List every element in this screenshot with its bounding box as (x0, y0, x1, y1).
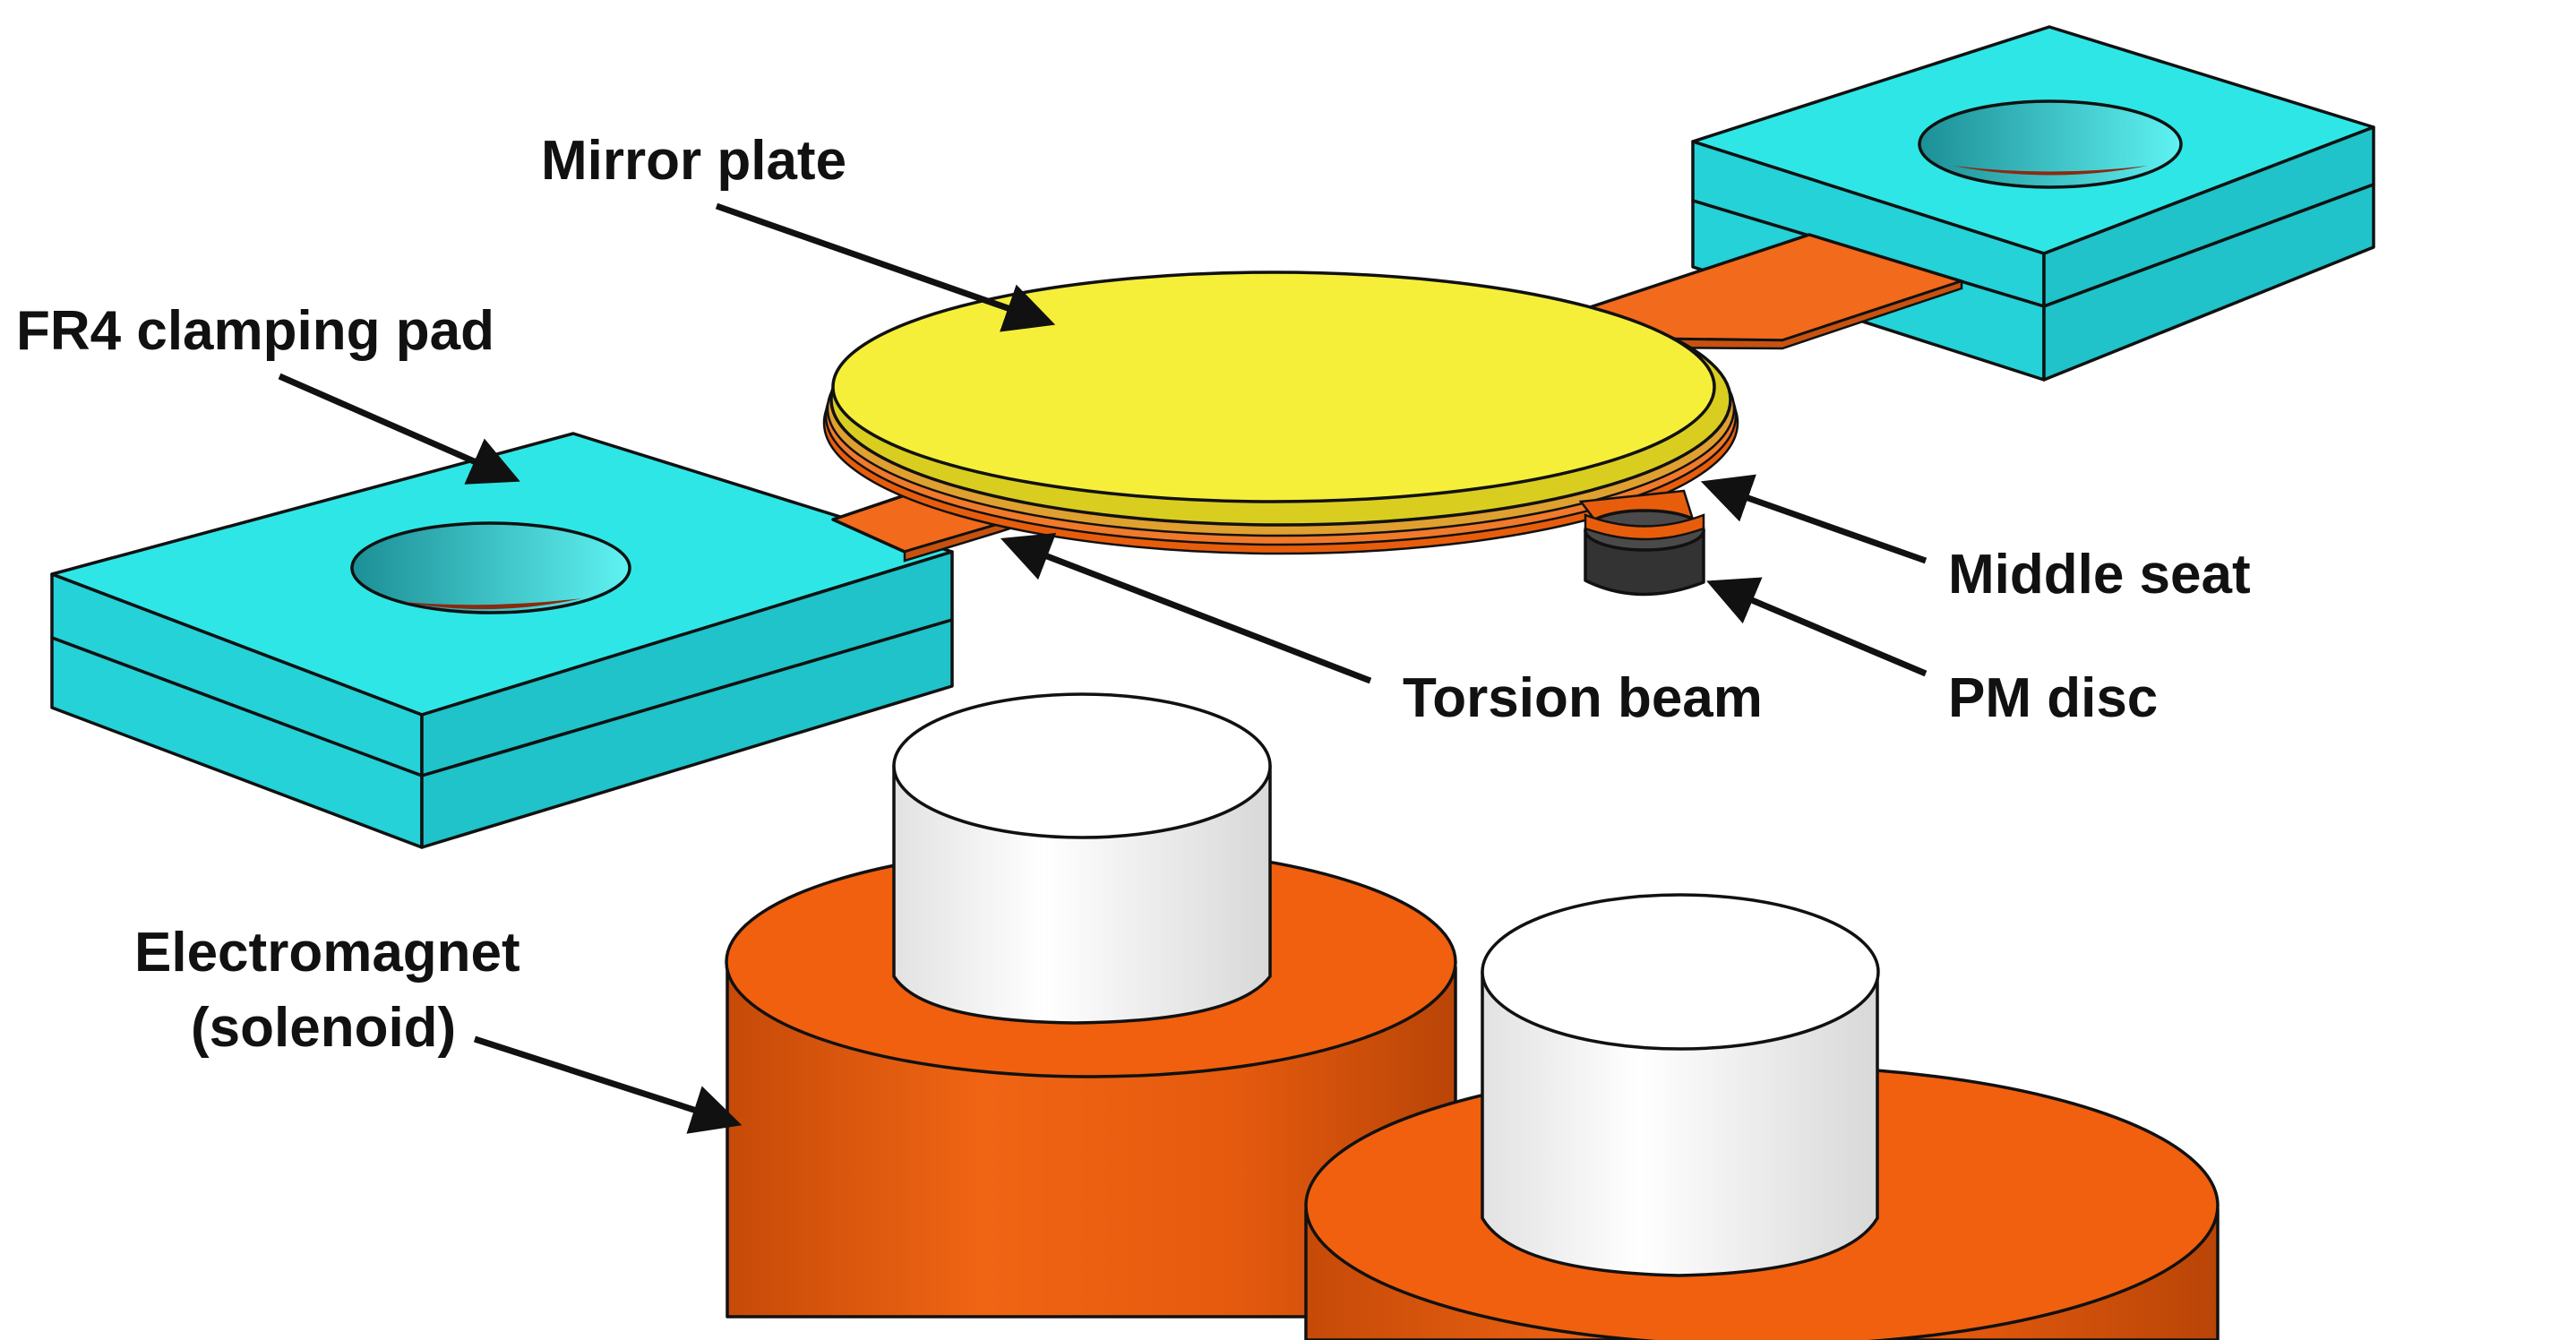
core-right (1481, 970, 1879, 1277)
arrow-pm-disc (1706, 577, 1928, 677)
pad-right-hole (1918, 99, 2183, 189)
arrow-mirror-plate (715, 202, 1056, 332)
pm-disc (1584, 509, 1705, 597)
pad-right-hole-floor (1953, 166, 2148, 176)
arrow-torsion-beam (1000, 532, 1372, 684)
label-electromagnet-line2: (solenoid) (191, 997, 456, 1059)
fr4-clamping-pad-left (50, 432, 954, 849)
label-electromagnet-line1: Electromagnet (134, 922, 520, 984)
label-torsion-beam: Torsion beam (1403, 667, 1763, 729)
electromagnet-left (725, 692, 1457, 1319)
pad-left-hole (350, 521, 631, 614)
label-middle-seat: Middle seat (1948, 544, 2251, 606)
label-mirror-plate: Mirror plate (541, 130, 846, 192)
arrow-middle-seat (1700, 474, 1928, 564)
electromagnet-right (1304, 893, 2220, 1340)
core-right-top (1481, 893, 1880, 1051)
mirror-plate-top (831, 271, 1716, 503)
mirror-plate (829, 271, 1732, 527)
core-left (892, 764, 1272, 1025)
core-left-top (892, 692, 1272, 839)
label-fr4-clamping-pad: FR4 clamping pad (16, 300, 494, 362)
pad-left-front-right-lower (420, 618, 954, 849)
arrow-electromagnet (473, 1035, 743, 1134)
pad-left-hole-floor (403, 598, 582, 610)
pad-right-front-right-lower (2042, 183, 2375, 382)
arrow-fr4-pad (278, 373, 520, 485)
label-pm-disc: PM disc (1948, 667, 2158, 729)
